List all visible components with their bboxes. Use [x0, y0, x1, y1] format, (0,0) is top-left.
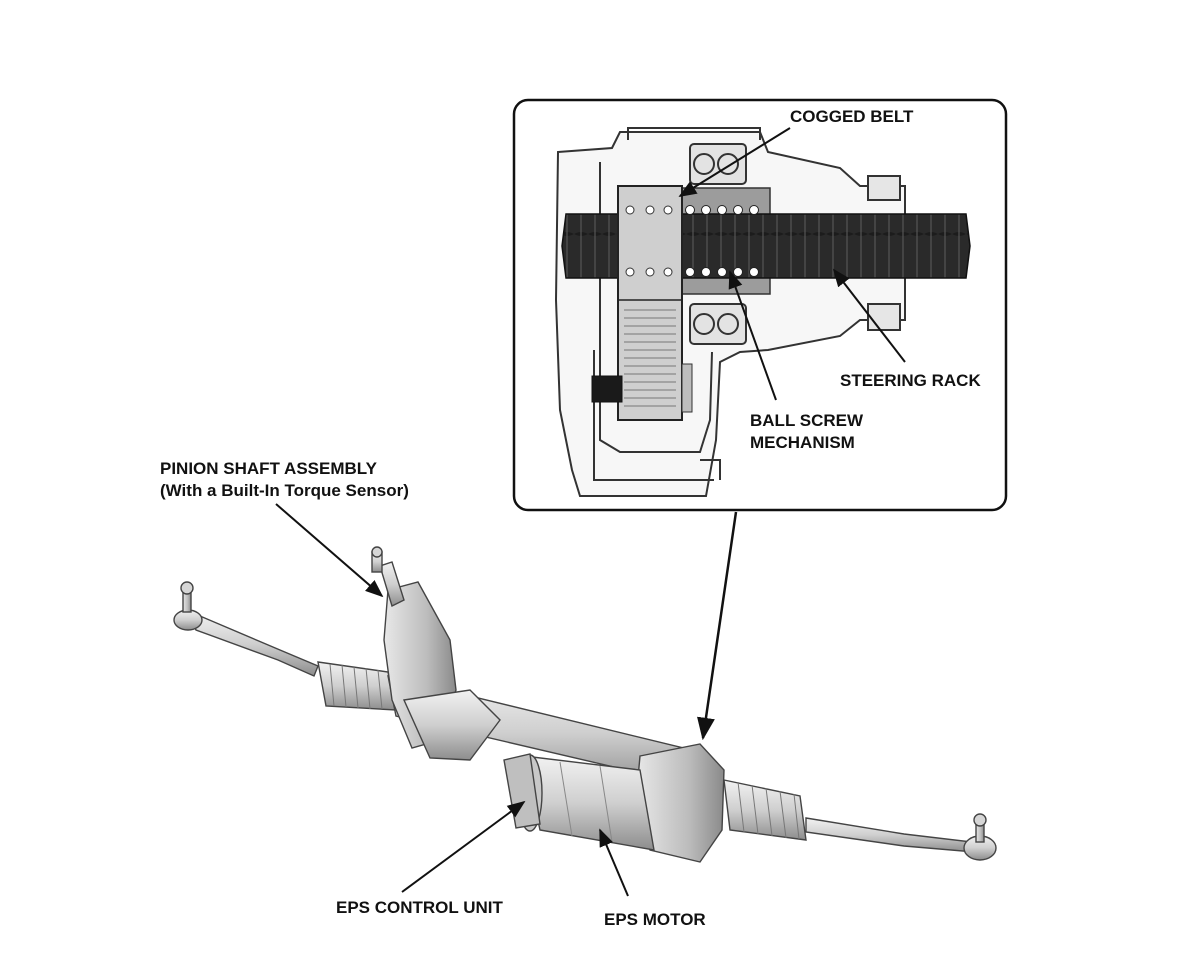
- inset-to-assembly-leader: [697, 511, 738, 741]
- ball-screw-balls: [685, 205, 759, 277]
- ball-screw-label-line2: MECHANISM: [750, 433, 855, 452]
- cogged-belt-leader: [678, 127, 791, 197]
- pinion-label-line2: (With a Built-In Torque Sensor): [160, 481, 409, 500]
- steering-gear-assembly: [173, 546, 997, 863]
- left-tie-rod: [184, 610, 319, 677]
- ball-screw-leader: [728, 270, 777, 401]
- detail-inset: COGGED BELT STEERING RACK BALL SCREW MEC…: [512, 98, 1008, 512]
- pinion-leader: [275, 503, 384, 598]
- pinion-label-line1: PINION SHAFT ASSEMBLY: [160, 459, 378, 478]
- ball-screw-label-line1: BALL SCREW: [750, 411, 864, 430]
- eps-motor-leader: [599, 828, 629, 897]
- right-tie-rod: [805, 817, 975, 853]
- eps-control-unit-label: EPS CONTROL UNIT: [336, 898, 503, 917]
- eps-motor-label: EPS MOTOR: [604, 910, 706, 929]
- left-tie-rod-end: [173, 609, 203, 631]
- motor-pulley: [681, 363, 693, 413]
- steering-rack-leader: [832, 268, 906, 363]
- right-boot: [723, 779, 807, 841]
- steering-rack-label: STEERING RACK: [840, 371, 981, 390]
- eps-control-unit-leader: [401, 800, 526, 893]
- eps-motor-body: [523, 755, 655, 851]
- cogged-belt-label: COGGED BELT: [790, 107, 914, 126]
- cogged-belt-pulley: [617, 185, 683, 421]
- motor-shaft: [591, 375, 623, 403]
